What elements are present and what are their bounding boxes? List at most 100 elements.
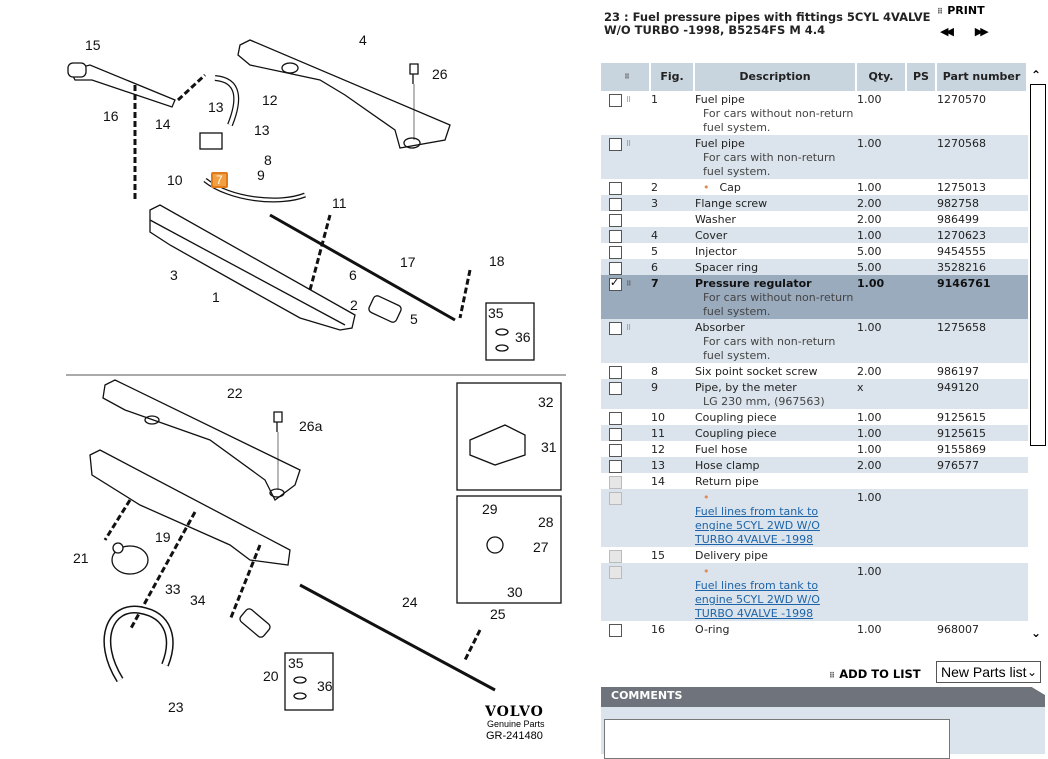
callout-29[interactable]: 29 <box>482 501 498 517</box>
callout-19[interactable]: 19 <box>155 529 171 545</box>
drag-handle-icon[interactable]: ⠿ <box>626 96 632 104</box>
next-section-button[interactable]: ▶▶ <box>974 25 989 38</box>
row-checkbox[interactable] <box>609 322 622 335</box>
callout-17[interactable]: 17 <box>400 254 416 270</box>
drag-handle-icon[interactable]: ⠿ <box>626 280 632 288</box>
callout-4[interactable]: 4 <box>359 32 367 48</box>
callout-16[interactable]: 16 <box>103 108 119 124</box>
table-scrollbar[interactable]: ⌃ ⌄ <box>1029 63 1047 653</box>
callout-36b[interactable]: 36 <box>317 678 333 694</box>
print-button[interactable]: ⠿PRINT <box>937 4 985 17</box>
callout-32[interactable]: 32 <box>538 394 554 410</box>
callout-14[interactable]: 14 <box>155 116 171 132</box>
scroll-up-icon[interactable]: ⌃ <box>1031 68 1042 82</box>
col-qty-header[interactable]: Qty. <box>857 63 907 91</box>
callout-20[interactable]: 20 <box>263 668 279 684</box>
callout-6[interactable]: 6 <box>349 267 357 283</box>
callout-27[interactable]: 27 <box>533 539 549 555</box>
callout-23[interactable]: 23 <box>168 699 184 715</box>
callout-25[interactable]: 25 <box>490 606 506 622</box>
callout-3[interactable]: 3 <box>170 267 178 283</box>
callout-30[interactable]: 30 <box>507 584 523 600</box>
row-checkbox[interactable] <box>609 182 622 195</box>
add-to-list-button[interactable]: ⠿ADD TO LIST <box>829 667 921 681</box>
previous-section-button[interactable]: ◀◀ <box>940 25 954 38</box>
callout-5[interactable]: 5 <box>410 311 418 327</box>
row-checkbox[interactable] <box>609 262 622 275</box>
callout-1[interactable]: 1 <box>212 289 220 305</box>
row-checkbox[interactable] <box>609 198 622 211</box>
callout-31[interactable]: 31 <box>541 439 557 455</box>
parts-list-select[interactable]: New Parts list⌄ <box>936 661 1041 683</box>
fig-cell: 15 <box>651 549 665 562</box>
row-checkbox[interactable] <box>609 246 622 259</box>
row-checkbox[interactable] <box>609 94 622 107</box>
comments-input[interactable] <box>604 719 950 759</box>
callout-18[interactable]: 18 <box>489 253 505 269</box>
scroll-down-icon[interactable]: ⌄ <box>1031 626 1042 640</box>
callout-34[interactable]: 34 <box>190 592 206 608</box>
callout-35b[interactable]: 35 <box>288 655 304 671</box>
callout-13b[interactable]: 13 <box>254 122 270 138</box>
callout-21[interactable]: 21 <box>73 550 89 566</box>
related-section-link[interactable]: Fuel lines from tank to engine 5CYL 2WD … <box>695 505 820 546</box>
callout-11[interactable]: 11 <box>332 195 347 211</box>
callout-36[interactable]: 36 <box>515 329 531 345</box>
callout-24[interactable]: 24 <box>402 594 418 610</box>
callout-9[interactable]: 9 <box>257 167 265 183</box>
callout-15[interactable]: 15 <box>85 37 101 53</box>
row-checkbox[interactable] <box>609 444 622 457</box>
row-checkbox[interactable] <box>609 460 622 473</box>
callout-12[interactable]: 12 <box>262 92 278 108</box>
callout-13a[interactable]: 13 <box>208 99 224 115</box>
callout-35[interactable]: 35 <box>488 305 504 321</box>
row-checkbox[interactable] <box>609 276 622 291</box>
row-checkbox[interactable] <box>609 412 622 425</box>
col-part-number-header[interactable]: Part number <box>937 63 1028 91</box>
callout-2[interactable]: 2 <box>350 297 358 313</box>
callout-7-highlighted[interactable]: 7 <box>211 172 228 188</box>
row-checkbox[interactable] <box>609 230 622 243</box>
row-checkbox[interactable] <box>609 214 622 227</box>
col-description-header[interactable]: Description <box>695 63 857 91</box>
callout-8[interactable]: 8 <box>264 152 272 168</box>
row-checkbox[interactable] <box>609 428 622 441</box>
callout-26[interactable]: 26 <box>432 66 448 82</box>
related-section-link[interactable]: Fuel lines from tank to engine 5CYL 2WD … <box>695 579 820 620</box>
scrollbar-thumb[interactable] <box>1030 84 1046 446</box>
drag-handle-icon[interactable]: ⠿ <box>626 140 632 148</box>
col-fig-header[interactable]: Fig. <box>651 63 695 91</box>
table-row[interactable]: •Fuel lines from tank to engine 5CYL 2WD… <box>601 563 1028 621</box>
row-checkbox[interactable] <box>609 138 622 151</box>
col-ps-header[interactable]: PS <box>907 63 937 91</box>
callout-28[interactable]: 28 <box>538 514 554 530</box>
row-checkbox[interactable] <box>609 382 622 395</box>
callout-26a[interactable]: 26a <box>299 418 323 434</box>
callout-33[interactable]: 33 <box>165 581 181 597</box>
callout-10[interactable]: 10 <box>167 172 183 188</box>
drag-handle-icon[interactable]: ⠿ <box>626 324 632 332</box>
row-checkbox[interactable] <box>609 624 622 637</box>
row-checkbox[interactable] <box>609 366 622 379</box>
callout-22[interactable]: 22 <box>227 385 243 401</box>
table-row[interactable]: •Fuel lines from tank to engine 5CYL 2WD… <box>601 489 1028 547</box>
